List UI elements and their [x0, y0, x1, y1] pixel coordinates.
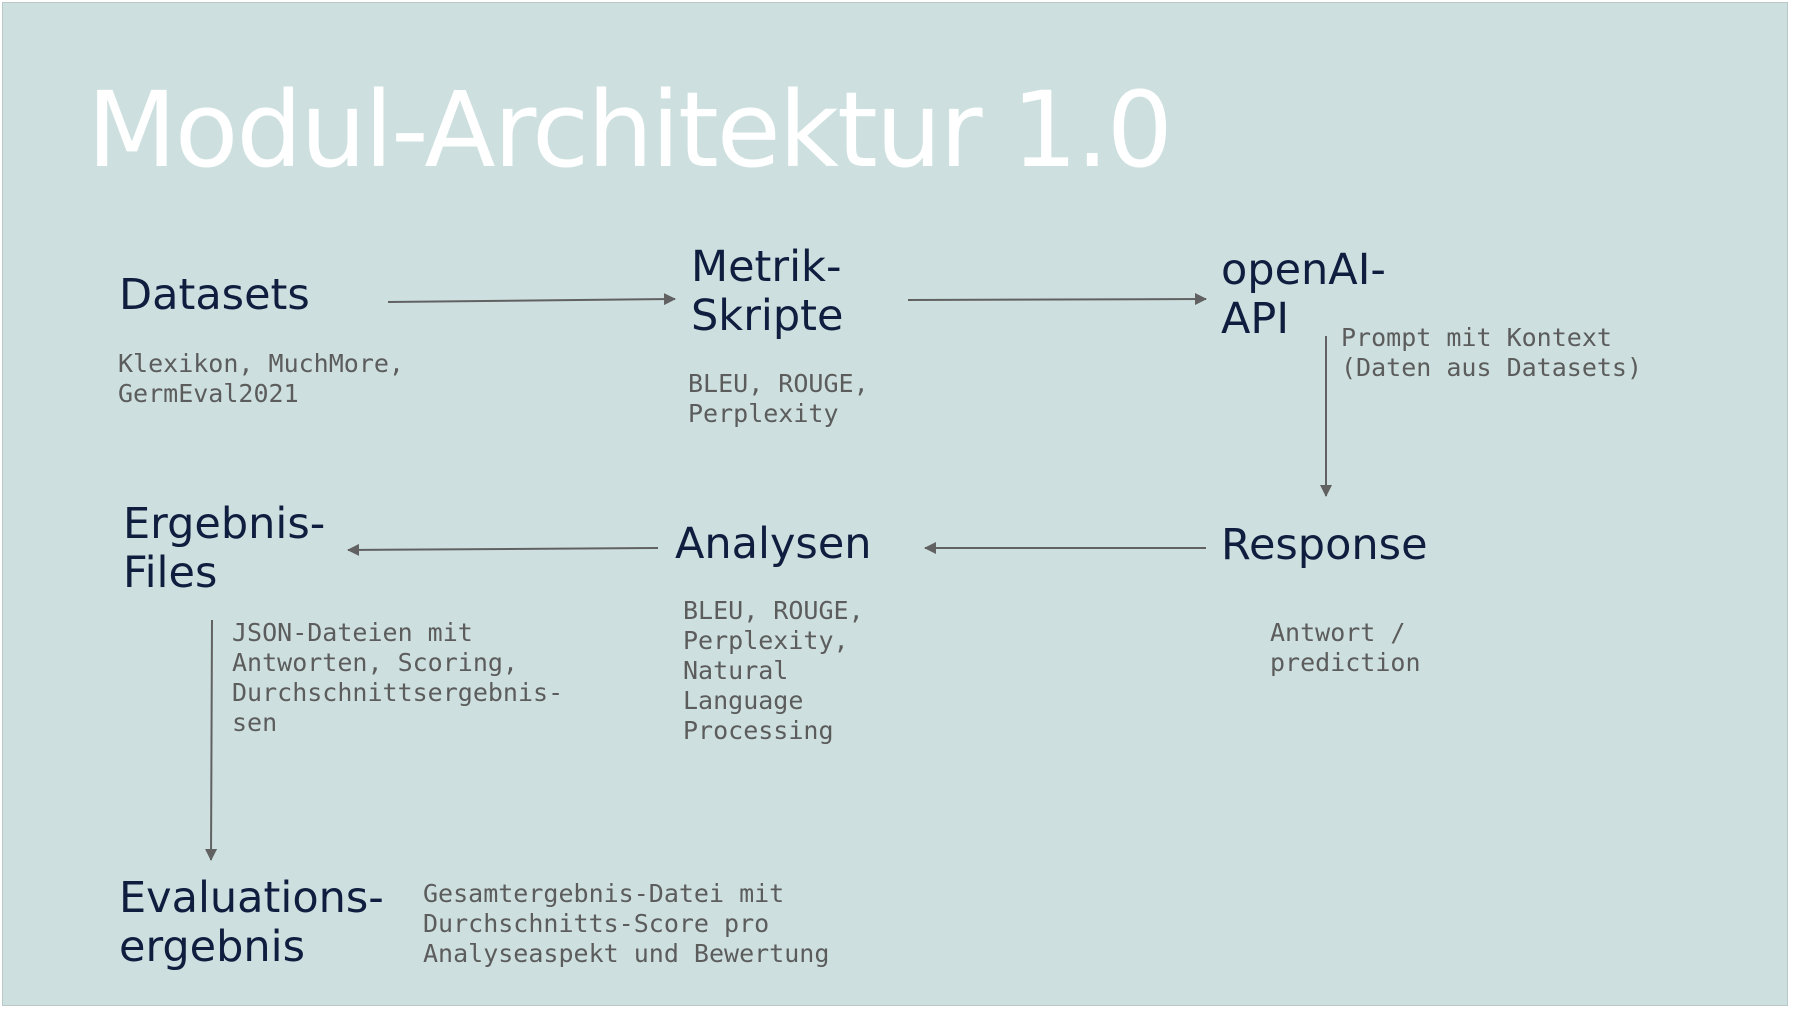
note-datasets-line: GermEval2021 [118, 379, 299, 408]
note-metrik-skripte: BLEU, ROUGE, Perplexity [688, 369, 869, 429]
node-metrik-skripte: Metrik- Skripte [691, 242, 844, 342]
node-metrik-label: Metrik- [691, 242, 842, 292]
note-datasets-line: Klexikon, MuchMore, [118, 349, 404, 378]
note-analysen-line: Processing [683, 716, 834, 745]
slide-title: Modul-Architektur 1.0 [87, 69, 1173, 191]
note-ergebnis-line: Antworten, Scoring, [232, 648, 518, 677]
arrow-metrik-to-openai [907, 293, 1207, 306]
node-response: Response [1221, 520, 1428, 570]
node-openai-label: openAI- [1221, 245, 1386, 295]
note-evaluation-line: Gesamtergebnis-Datei mit [423, 879, 785, 908]
node-response-label: Response [1221, 520, 1428, 570]
node-evaluation-label: ergebnis [119, 922, 306, 973]
note-evaluationsergebnis: Gesamtergebnis-Datei mit Durchschnitts-S… [423, 879, 829, 969]
note-response-line: Antwort / [1270, 618, 1406, 647]
note-ergebnis-files: JSON-Dateien mit Antworten, Scoring, Dur… [232, 618, 563, 738]
note-datasets: Klexikon, MuchMore, GermEval2021 [118, 349, 404, 409]
note-analysen: BLEU, ROUGE, Perplexity, Natural Languag… [683, 596, 864, 746]
node-evaluationsergebnis: Evaluations- ergebnis [119, 873, 384, 973]
note-analysen-line: BLEU, ROUGE, [683, 596, 864, 625]
note-analysen-line: Perplexity, [683, 626, 849, 655]
note-ergebnis-line: JSON-Dateien mit [232, 618, 473, 647]
note-evaluation-line: Durchschnitts-Score pro [423, 909, 770, 938]
arrow-ergebnis-to-evaluation [205, 619, 218, 861]
node-datasets: Datasets [119, 270, 310, 320]
node-metrik-label: Skripte [691, 291, 844, 342]
note-metrik-line: Perplexity [688, 399, 839, 428]
node-evaluation-label: Evaluations- [119, 873, 384, 923]
node-datasets-label: Datasets [119, 270, 310, 320]
note-evaluation-line: Analyseaspekt und Bewertung [423, 939, 830, 968]
node-analysen: Analysen [675, 519, 872, 569]
node-analysen-label: Analysen [675, 519, 872, 569]
note-metrik-line: BLEU, ROUGE, [688, 369, 869, 398]
node-openai-api: openAI- API [1221, 245, 1386, 345]
note-openai-line: Prompt mit Kontext [1341, 323, 1612, 352]
note-response: Antwort / prediction [1270, 618, 1421, 678]
arrow-datasets-to-metrik [387, 293, 676, 306]
arrow-analysen-to-ergebnis [347, 543, 659, 556]
node-openai-label: API [1221, 294, 1290, 345]
node-ergebnis-files: Ergebnis- Files [123, 499, 326, 599]
note-openai-api: Prompt mit Kontext (Daten aus Datasets) [1341, 323, 1642, 383]
node-ergebnis-label: Ergebnis- [123, 499, 326, 549]
note-response-line: prediction [1270, 648, 1421, 677]
note-ergebnis-line: sen [232, 708, 278, 737]
note-analysen-line: Natural [683, 656, 789, 685]
connector-arrows [205, 293, 1332, 861]
node-ergebnis-label: Files [123, 548, 218, 599]
note-analysen-line: Language [683, 686, 804, 715]
note-openai-line: (Daten aus Datasets) [1341, 353, 1643, 382]
note-ergebnis-line: Durchschnittsergebnis- [232, 678, 564, 707]
